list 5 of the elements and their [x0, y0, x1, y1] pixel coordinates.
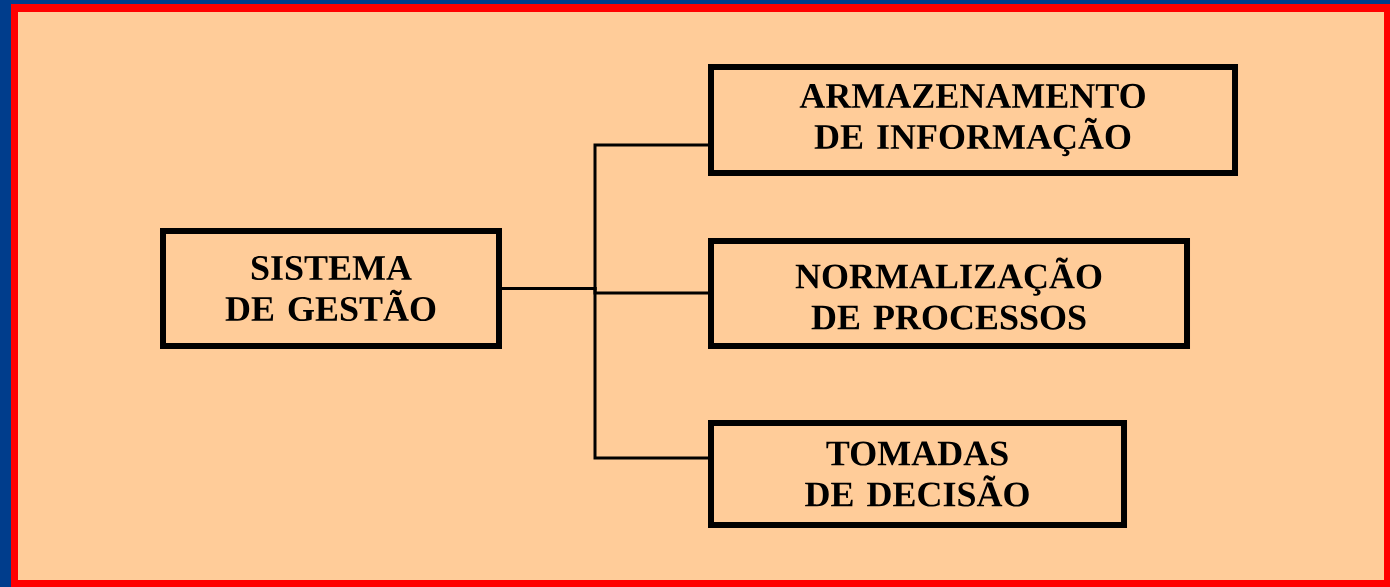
connector-line: [502, 287, 708, 460]
process-box: SISTEMA DE GESTÃO: [160, 228, 502, 349]
process-box: ARMAZENAMENTO DE INFORMAÇÃO: [708, 64, 1238, 176]
process-box: TOMADAS DE DECISÃO: [708, 420, 1127, 528]
process-box: NORMALIZAÇÃO DE PROCESSOS: [708, 238, 1190, 349]
